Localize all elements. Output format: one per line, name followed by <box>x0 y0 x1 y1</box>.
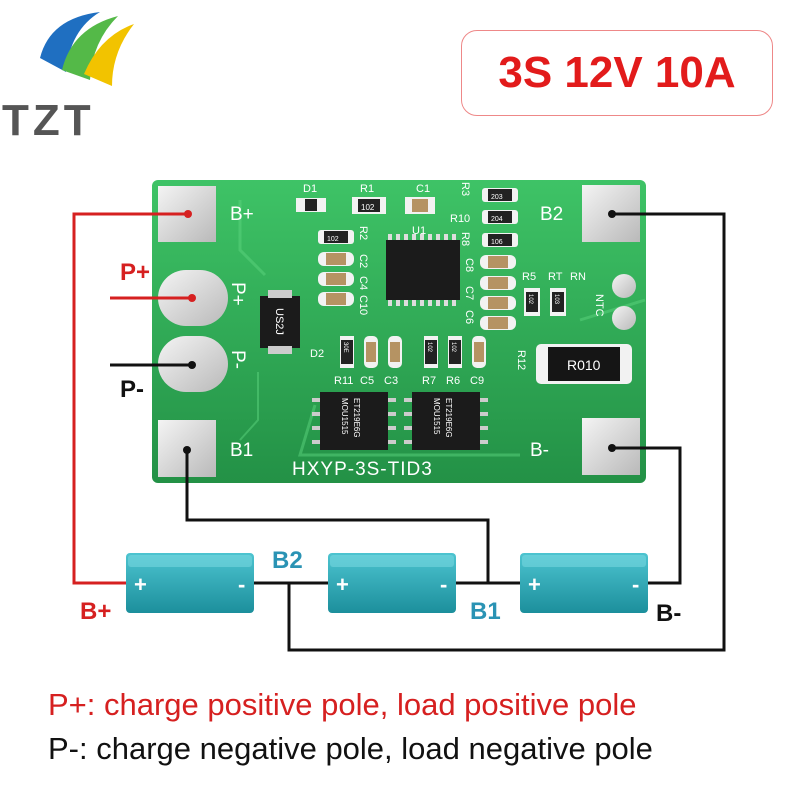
pad-label-p-minus: P- <box>227 350 248 369</box>
resistor-r010: R010 <box>567 357 601 373</box>
label-r10: R10 <box>450 213 470 225</box>
tzt-logo-icon <box>40 12 134 86</box>
wire-b2 <box>287 212 726 652</box>
label-r6: R6 <box>446 375 460 387</box>
pcb-board <box>152 180 646 483</box>
pad-label-p-plus: P+ <box>227 282 248 306</box>
wire-label-p-plus: P+ <box>120 259 151 286</box>
battery-1-plus: + <box>134 572 147 597</box>
label-c6: C6 <box>463 310 475 324</box>
bms-wiring-diagram: B+ B2 P+ P- B1 B- D1 R1 102 C1 R3 R10 R8… <box>72 180 726 652</box>
mosfet1-line2: ET219E6G <box>352 398 361 438</box>
brand-name: TZT <box>2 96 95 145</box>
battery-2-plus: + <box>336 572 349 597</box>
code-r8: 106 <box>491 239 503 246</box>
wire-b-plus <box>72 212 188 585</box>
label-r3: R3 <box>459 182 471 196</box>
legend-p-minus: P-: charge negative pole, load negative … <box>48 731 653 766</box>
code-r7: 102 <box>426 342 432 353</box>
label-r1: R1 <box>360 183 374 195</box>
wire-end-dots <box>183 210 616 454</box>
label-c10: C10 <box>357 295 369 315</box>
wire-b-minus <box>612 446 682 585</box>
label-c9: C9 <box>470 375 484 387</box>
battery-2: + - <box>328 553 456 613</box>
label-c5: C5 <box>360 375 374 387</box>
label-c3: C3 <box>384 375 398 387</box>
code-r6: 102 <box>450 342 456 353</box>
code-r5: 102 <box>527 294 533 305</box>
code-r1: 102 <box>361 203 375 212</box>
wire-label-b2: B2 <box>272 547 303 574</box>
label-c1: C1 <box>416 183 430 195</box>
code-r2: 102 <box>327 236 339 243</box>
label-c7: C7 <box>463 286 475 300</box>
battery-3-minus: - <box>632 572 639 597</box>
spec-title-box: 3S 12V 10A <box>461 30 773 116</box>
label-r7: R7 <box>422 375 436 387</box>
code-r10: 204 <box>491 216 503 223</box>
pcb-components: D1 R1 102 C1 R3 R10 R8 203 204 106 R2 10… <box>260 182 636 480</box>
brand-logo: TZT <box>0 0 160 145</box>
label-r12: R12 <box>515 350 527 370</box>
label-c2: C2 <box>357 254 369 268</box>
wire-label-b-plus: B+ <box>80 598 112 625</box>
label-r11: R11 <box>334 375 353 387</box>
label-c4: C4 <box>357 276 369 290</box>
battery-1: + - <box>126 553 254 613</box>
pad-label-b1: B1 <box>230 440 253 461</box>
mark-d2: US2J <box>273 308 285 335</box>
code-rn: 103 <box>553 294 559 305</box>
legend-p-plus: P+: charge positive pole, load positive … <box>48 687 637 722</box>
battery-2-minus: - <box>440 572 447 597</box>
pad-label-b-minus: B- <box>530 440 549 461</box>
wire-b1 <box>185 450 490 583</box>
label-rn: RN <box>570 271 586 283</box>
board-model: HXYP-3S-TID3 <box>292 459 433 480</box>
code-r11: 30E <box>342 342 348 353</box>
mosfet2-line2: ET219E6G <box>444 398 453 438</box>
pad-label-b2: B2 <box>540 204 563 225</box>
label-r8: R8 <box>459 232 471 246</box>
code-r3: 203 <box>491 194 503 201</box>
battery-3: + - <box>520 553 648 613</box>
label-r2: R2 <box>357 226 369 240</box>
wire-label-b-minus: B- <box>656 600 682 627</box>
wire-label-p-minus: P- <box>120 376 144 403</box>
label-d2: D2 <box>310 348 324 360</box>
spec-title: 3S 12V 10A <box>498 48 736 97</box>
mosfet2-line1: MOU1515 <box>432 398 441 435</box>
wiring <box>72 212 726 652</box>
battery-3-plus: + <box>528 572 541 597</box>
pad-label-b-plus: B+ <box>230 204 254 225</box>
label-r5: R5 <box>522 271 536 283</box>
label-c8: C8 <box>463 258 475 272</box>
label-ntc: NTC <box>593 294 605 317</box>
mosfet1-line1: MOU1515 <box>340 398 349 435</box>
battery-1-minus: - <box>238 572 245 597</box>
label-rt: RT <box>548 271 563 283</box>
wire-label-b1: B1 <box>470 598 501 625</box>
label-d1: D1 <box>303 183 317 195</box>
